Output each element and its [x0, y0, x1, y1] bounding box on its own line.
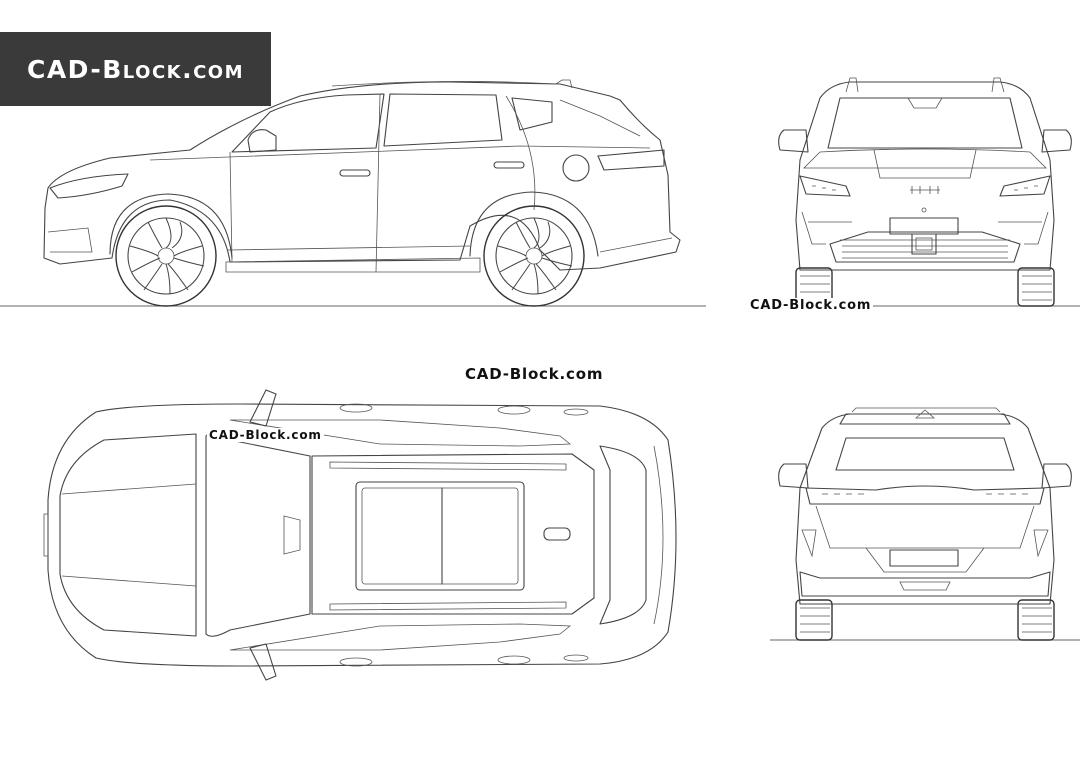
rear-view-right-mirror [1041, 463, 1072, 489]
side-view-taillight [597, 149, 665, 171]
front-view-windshield [827, 97, 1023, 149]
watermark-top-view: CAD-Block.com [207, 428, 324, 442]
cad-block-logo: CAD-Block.com [0, 32, 271, 106]
side-view-window-front [231, 93, 385, 153]
logo-text: CAD-Block.com [26, 54, 245, 84]
front-view-right-headlight [999, 175, 1051, 197]
side-view [0, 79, 706, 307]
top-view-mirror-bottom [249, 643, 277, 681]
side-view-front-wheel [115, 205, 217, 307]
front-view-left-mirror [778, 129, 809, 153]
front-view-left-headlight [799, 175, 851, 197]
watermark-front-view: CAD-Block.com [748, 298, 874, 313]
top-view-body-outline [47, 403, 677, 667]
top-view-mirror-top [249, 389, 277, 427]
front-view-right-tire [1017, 267, 1055, 307]
front-view-lower-grille [829, 231, 1021, 263]
rear-view-license-plate [889, 549, 959, 567]
side-view-rear-door-handle [493, 161, 525, 169]
front-view [770, 77, 1080, 307]
side-view-body-outline [43, 81, 681, 271]
top-view [43, 389, 677, 681]
top-view-roof-rail-top [329, 461, 567, 471]
rear-view [770, 407, 1080, 641]
watermark-center: CAD-Block.com [463, 365, 606, 383]
side-view-mirror [247, 129, 277, 153]
top-view-sunroof [355, 481, 525, 591]
rear-view-bumper [799, 571, 1051, 597]
side-view-window-quarter [511, 97, 553, 131]
side-view-headlight [49, 173, 129, 199]
rear-view-taillight-bar [805, 485, 1045, 505]
rear-view-left-tire [795, 599, 833, 641]
rear-view-rear-window [835, 437, 1015, 471]
rear-view-spoiler [839, 413, 1011, 425]
rear-view-body-outline [795, 413, 1055, 605]
side-view-window-rear [383, 93, 503, 147]
side-view-rear-wheel [483, 205, 585, 307]
side-view-fuel-door [562, 154, 590, 182]
top-view-hood [59, 433, 197, 637]
front-view-right-mirror [1041, 129, 1072, 153]
front-view-emblem [910, 186, 940, 194]
front-view-body-outline [795, 81, 1055, 271]
top-view-roof [311, 453, 595, 615]
rear-view-left-mirror [778, 463, 809, 489]
rear-view-right-tire [1017, 599, 1055, 641]
side-view-front-door-handle [339, 169, 371, 177]
top-view-windshield [205, 433, 311, 637]
top-view-rear-window [599, 445, 647, 625]
top-view-roof-rail-bottom [329, 601, 567, 611]
top-view-shark-fin [543, 527, 571, 541]
